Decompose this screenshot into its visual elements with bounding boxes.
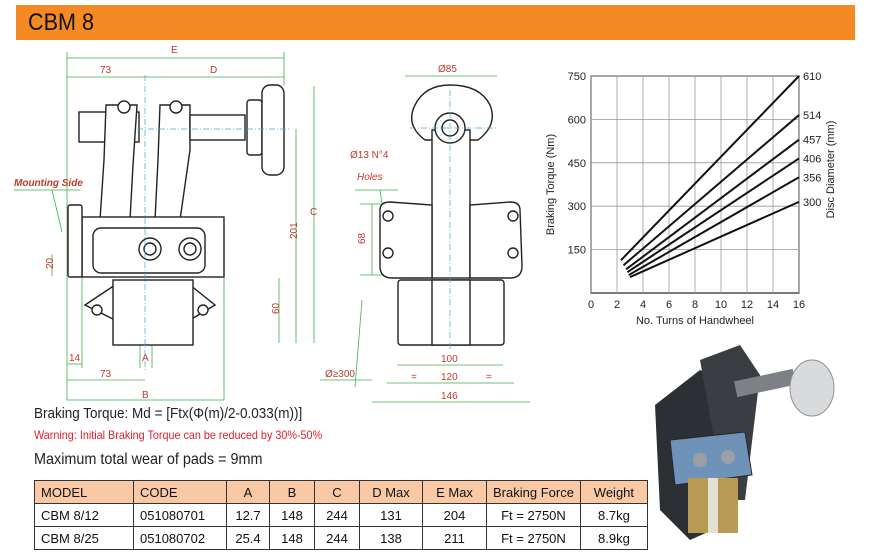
dim-A: A: [142, 353, 149, 364]
x-tick-label: 8: [692, 299, 698, 311]
eq-left: =: [411, 372, 417, 383]
series-line-406: [626, 157, 800, 274]
col-a: A: [226, 480, 270, 504]
series-line-356: [628, 176, 800, 276]
col-code: CODE: [133, 480, 227, 504]
cell-code: 051080701: [133, 503, 227, 527]
holes-label: Holes: [357, 172, 383, 183]
dim-C: C: [310, 207, 317, 218]
dim-E: E: [171, 45, 178, 56]
col-c: C: [314, 480, 360, 504]
col-model: MODEL: [34, 480, 134, 504]
series-line-457: [625, 138, 800, 271]
cell-dmax: 138: [359, 526, 423, 550]
dim-73-top: 73: [100, 65, 112, 76]
series-label-406: 406: [803, 153, 821, 165]
series-label-300: 300: [803, 197, 821, 209]
dim-201: 201: [289, 222, 300, 239]
x-tick-label: 10: [715, 299, 727, 311]
x-tick-label: 0: [588, 299, 594, 311]
dim-60: 60: [271, 302, 282, 314]
disc-min-label: Ø≥300: [325, 369, 355, 380]
y-tick-label: 150: [568, 245, 586, 257]
cell-b: 148: [269, 503, 315, 527]
cell-braking-force: Ft = 2750N: [486, 526, 581, 550]
y-tick-label: 600: [568, 114, 586, 126]
mounting-side-label: Mounting Side: [14, 178, 83, 189]
cell-model: CBM 8/25: [34, 526, 134, 550]
dim-73-bottom: 73: [100, 369, 112, 380]
series-label-356: 356: [803, 172, 821, 184]
y-tick-label: 750: [568, 71, 586, 83]
dim-B: B: [142, 390, 149, 401]
col-b: B: [269, 480, 315, 504]
series-line-300: [629, 200, 800, 279]
warning-text: Warning: Initial Braking Torque can be r…: [34, 428, 323, 442]
specs-table: MODEL CODE A B C D Max E Max Braking For…: [34, 480, 648, 550]
eq-right: =: [486, 372, 492, 383]
cell-a: 12.7: [226, 503, 270, 527]
dim-146: 146: [441, 391, 458, 402]
x-axis-label: No. Turns of Handwheel: [636, 315, 754, 327]
x-tick-label: 14: [767, 299, 779, 311]
table-row: CBM 8/25 051080702 25.4 148 244 138 211 …: [34, 526, 648, 550]
cell-c: 244: [314, 526, 360, 550]
cell-dmax: 131: [359, 503, 423, 527]
col-braking-force: Braking Force: [486, 480, 581, 504]
col-dmax: D Max: [359, 480, 423, 504]
series-label-457: 457: [803, 135, 821, 147]
cell-braking-force: Ft = 2750N: [486, 503, 581, 527]
dim-D: D: [210, 65, 217, 76]
title-bar: CBM 8: [16, 5, 855, 40]
cell-emax: 211: [422, 526, 487, 550]
cell-weight: 8.9kg: [579, 526, 648, 550]
x-tick-label: 16: [793, 299, 805, 311]
y2-axis-label: Disc Diameter (mm): [825, 121, 837, 219]
cell-c: 244: [314, 503, 360, 527]
cell-model: CBM 8/12: [34, 503, 134, 527]
dim-120: 120: [441, 372, 458, 383]
y-tick-label: 300: [568, 201, 586, 213]
pad-wear-note: Maximum total wear of pads = 9mm: [34, 451, 263, 468]
dim-68: 68: [357, 232, 368, 244]
dim-20: 20: [45, 257, 56, 269]
series-line-610: [620, 75, 800, 262]
dim-14: 14: [69, 353, 81, 364]
col-emax: E Max: [422, 480, 487, 504]
table-header-row: MODEL CODE A B C D Max E Max Braking For…: [34, 480, 648, 504]
col-weight: Weight: [579, 480, 648, 504]
table-row: CBM 8/12 051080701 12.7 148 244 131 204 …: [34, 503, 648, 527]
x-tick-label: 4: [640, 299, 646, 311]
cell-weight: 8.7kg: [579, 503, 648, 527]
dim-dia85: Ø85: [438, 64, 457, 75]
holes-size-label: Ø13 N°4: [350, 150, 389, 161]
y-tick-label: 450: [568, 158, 586, 170]
series-label-514: 514: [803, 110, 821, 122]
braking-torque-formula: Braking Torque: Md = [Ftx(Φ(m)/2-0.033(m…: [34, 405, 303, 422]
cell-code: 051080702: [133, 526, 227, 550]
x-tick-label: 12: [741, 299, 753, 311]
y-axis-label: Braking Torque (Nm): [545, 134, 557, 235]
cell-emax: 204: [422, 503, 487, 527]
x-tick-label: 6: [666, 299, 672, 311]
cell-b: 148: [269, 526, 315, 550]
series-label-610: 610: [803, 71, 821, 83]
x-tick-label: 2: [614, 299, 620, 311]
cell-a: 25.4: [226, 526, 270, 550]
series-line-514: [622, 114, 800, 266]
page-title: CBM 8: [28, 9, 95, 36]
dim-100: 100: [441, 354, 458, 365]
